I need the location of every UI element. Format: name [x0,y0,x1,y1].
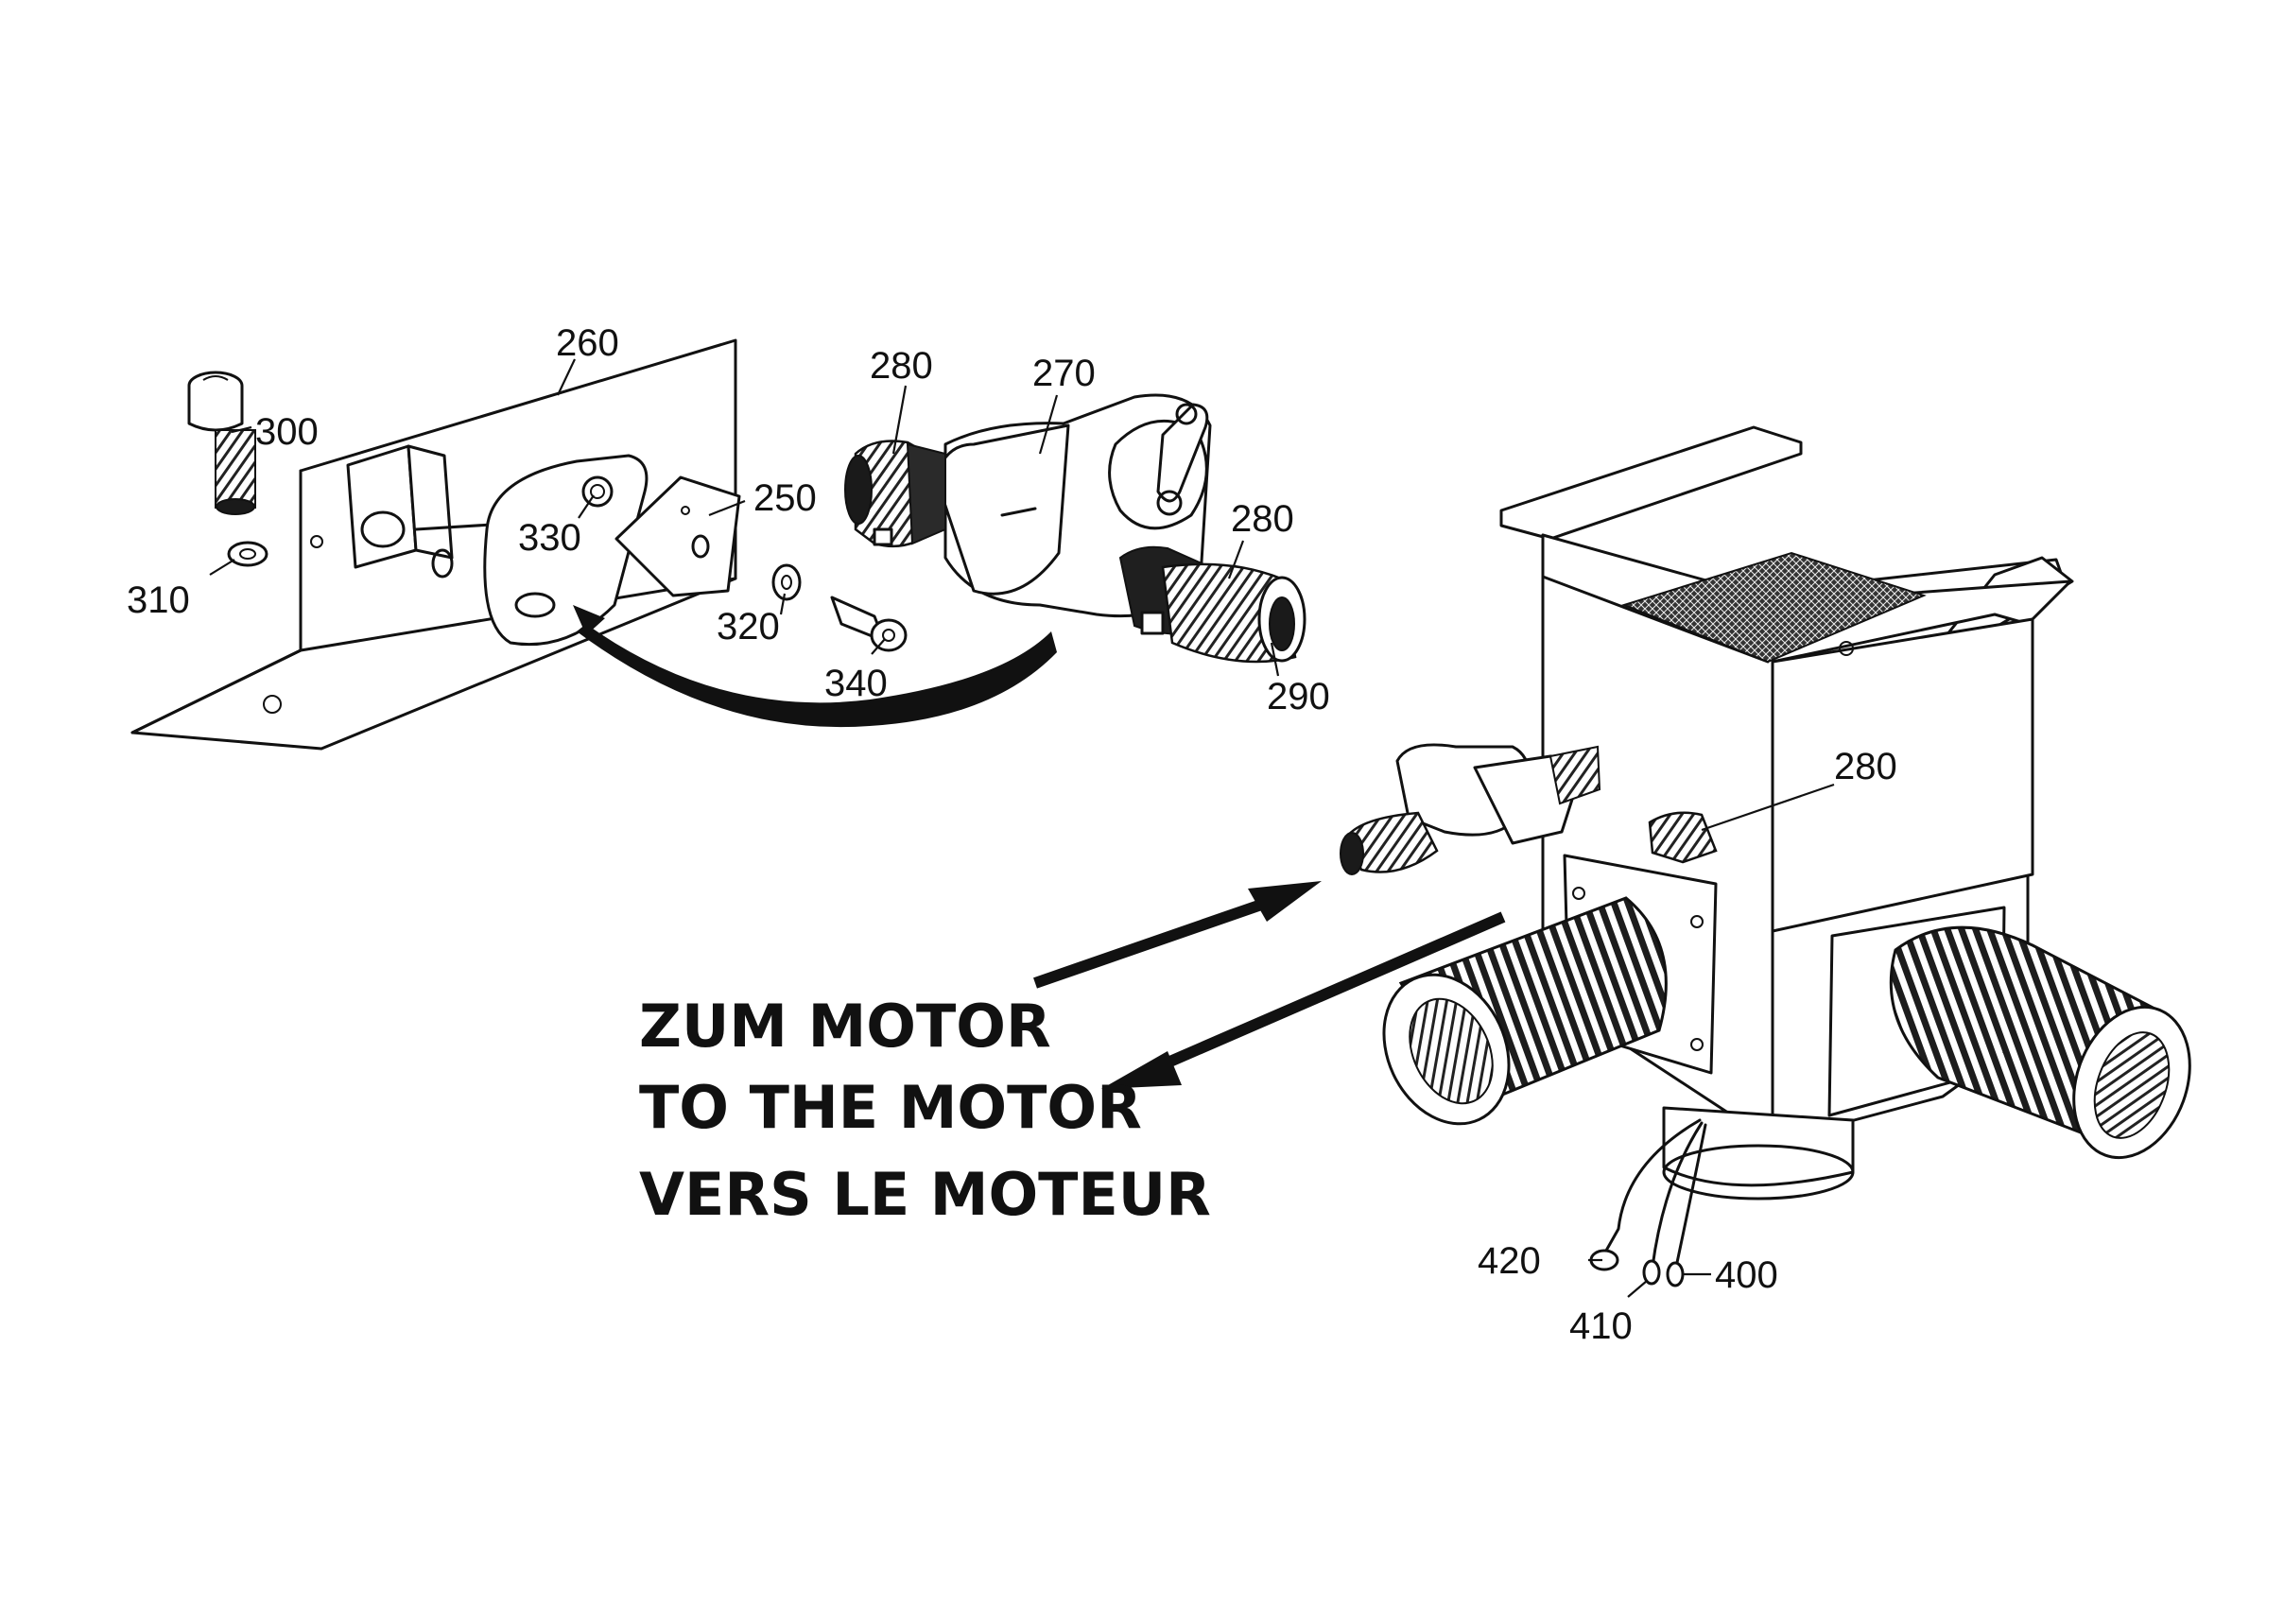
motor-assembled-view [1340,743,1718,875]
curved-assembly-arrow [573,605,1057,728]
cable-bundle-400-420 [1589,1118,1707,1287]
caption-line-english: TO THE MOTOR [639,1073,1142,1142]
label-280-top: 280 [870,345,933,387]
label-280-box: 280 [1834,746,1897,787]
cable-gland-280-right [1118,545,1306,664]
hose-right [1889,925,2191,1160]
label-340: 340 [824,663,888,704]
label-320: 320 [717,606,780,648]
bolt-340 [830,596,908,652]
washer-320 [771,563,802,601]
label-330: 330 [518,517,581,559]
label-270: 270 [1032,353,1096,394]
arrow-to-motor-upper [1033,881,1322,989]
label-280-right: 280 [1231,498,1294,540]
mounting-flange-330 [483,454,649,647]
label-260: 260 [556,322,619,364]
label-410: 410 [1569,1305,1633,1347]
hose-left [1382,896,1668,1126]
caption-to-the-motor: ZUM MOTOR TO THE MOTOR VERS LE MOTEUR [639,992,1211,1229]
label-310: 310 [127,579,190,621]
caption-line-french: VERS LE MOTEUR [639,1160,1211,1229]
mounting-plate-260 [130,338,737,751]
leader-lines [209,358,1835,1298]
bolt-300 [187,371,256,515]
label-300: 300 [255,411,319,453]
label-420: 420 [1478,1240,1541,1282]
cable-gland-280-left [844,440,946,548]
label-400: 400 [1715,1254,1778,1296]
part-number-labels: 260 300 310 330 250 320 340 280 270 280 … [127,322,1897,1347]
label-250: 250 [753,477,817,519]
caption-line-german: ZUM MOTOR [639,992,1051,1061]
arrow-to-motor-lower [1101,911,1506,1089]
washer-310 [227,541,268,567]
plate-250 [614,475,741,597]
label-290: 290 [1267,676,1330,717]
